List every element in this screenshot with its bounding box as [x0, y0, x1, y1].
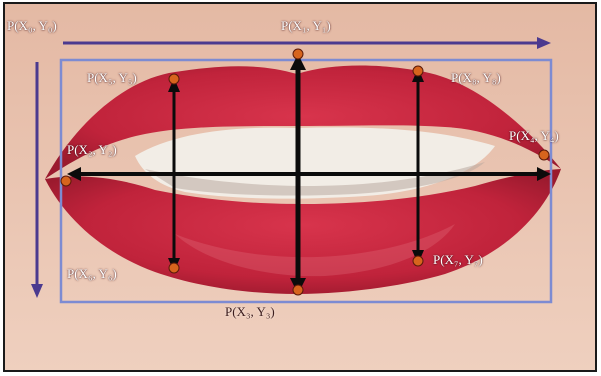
landmark-p7: [413, 256, 423, 266]
label-origin: P(X₀, Y₀): [7, 18, 57, 34]
lip-landmark-figure: P(X₀, Y₀) P(X₁, Y₁) P(X₅, Y₅) P(X₈, Y₈) …: [3, 2, 597, 372]
landmark-p2: [61, 176, 71, 186]
landmark-p4: [539, 150, 549, 160]
landmark-p6: [169, 263, 179, 273]
label-p8: P(X₈, Y₈): [451, 70, 501, 86]
label-p1: P(X₁, Y₁): [281, 18, 331, 34]
label-p7: P(X₇, Y₇): [433, 252, 483, 268]
landmark-p3: [293, 285, 303, 295]
label-p2: P(X₂, Y₂): [67, 142, 117, 158]
landmark-p1: [293, 49, 303, 59]
landmark-p8: [413, 66, 423, 76]
label-p6: P(X₆, Y₆): [67, 266, 117, 282]
label-p5: P(X₅, Y₅): [87, 70, 137, 86]
landmark-p5: [169, 74, 179, 84]
lip-photo-diagram: [5, 4, 597, 372]
label-p3: P(X₃, Y₃): [225, 304, 275, 320]
label-p4: P(X₄, Y₄): [509, 128, 559, 144]
